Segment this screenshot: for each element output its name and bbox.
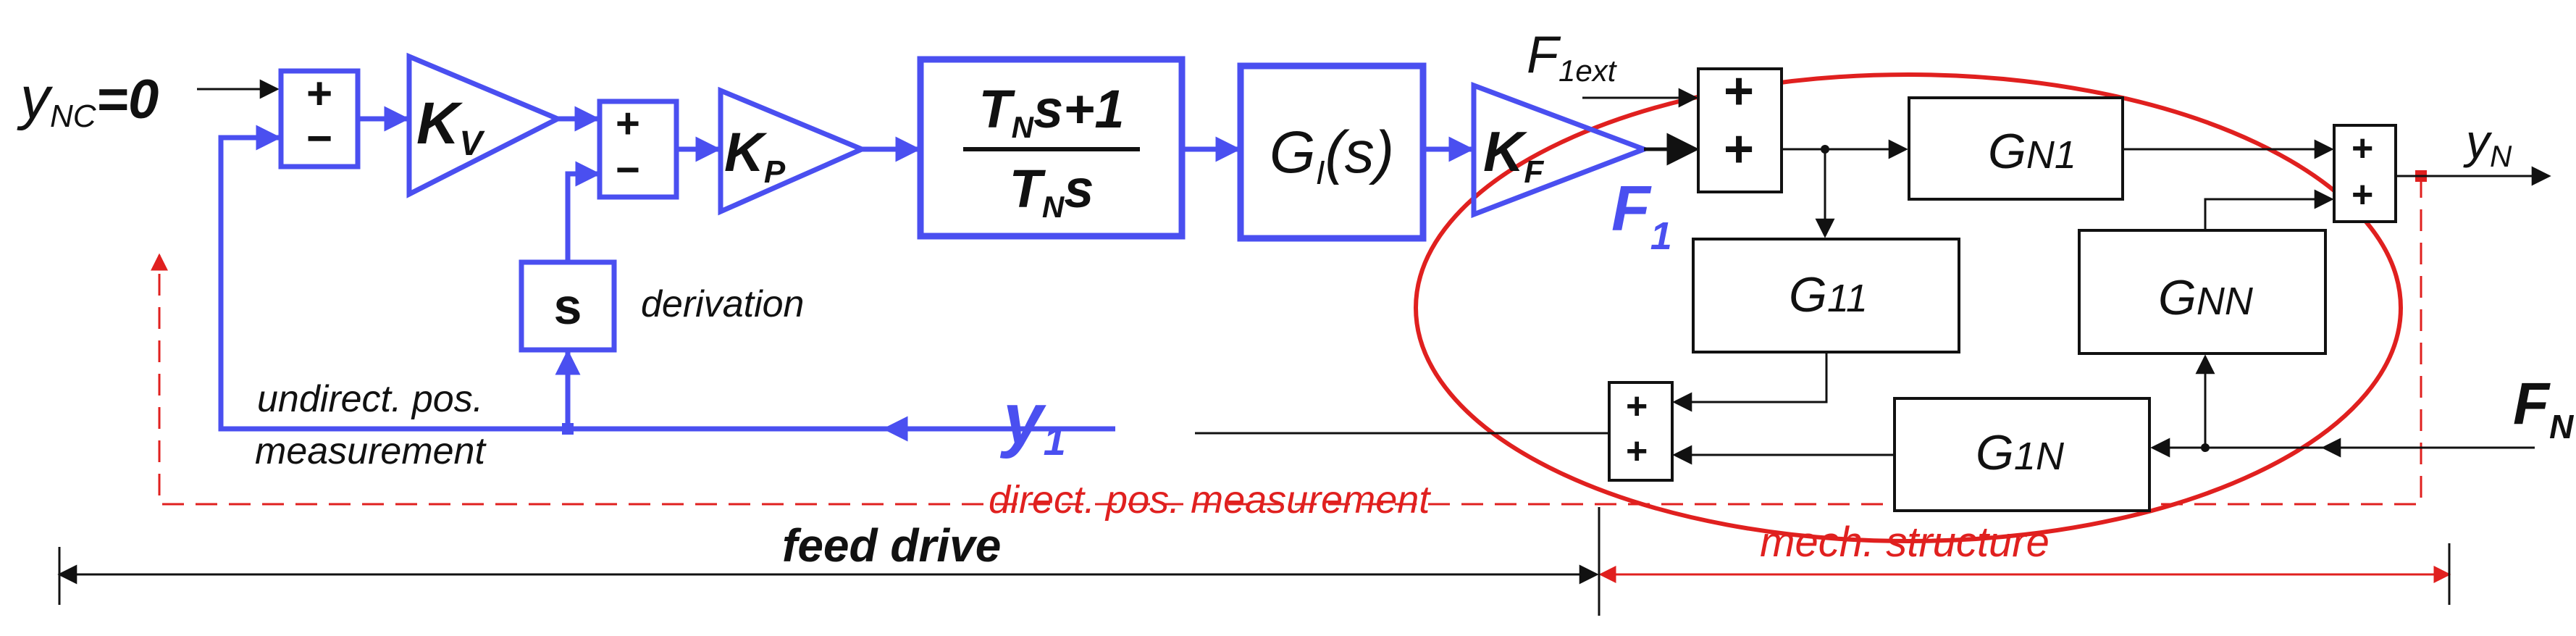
feed-drive-label: feed drive — [782, 519, 1001, 572]
sum1-bottom-sign: − — [306, 114, 332, 164]
pi-denominator: TNs — [1010, 159, 1094, 224]
gn1-block — [1908, 96, 2124, 201]
mech-structure-label: mech. structure — [1760, 519, 2050, 566]
mech-structure-outline — [1414, 72, 2403, 543]
undirect-measurement-label-line1: undirect. pos. — [257, 378, 483, 420]
derivation-label: derivation — [641, 283, 804, 325]
gn1-label: GN1 — [1988, 124, 2076, 179]
kv-label: KV — [416, 91, 485, 163]
gnn-label: GNN — [2158, 270, 2254, 325]
sum2-top-sign: + — [616, 100, 640, 147]
output-yn-label: yN — [2463, 114, 2512, 173]
sum4-bottom-sign: + — [2351, 174, 2373, 216]
g11-block — [1692, 238, 1960, 353]
kv-gain-block — [406, 52, 564, 198]
derivation-block-label: s — [554, 278, 582, 335]
sum3-top-sign: + — [1724, 62, 1754, 120]
sum4-top-sign: + — [2351, 127, 2373, 170]
force-fn-label: FN — [2513, 371, 2574, 445]
sum2-bottom-sign: − — [616, 146, 640, 193]
pi-numerator: TNs+1 — [978, 79, 1124, 144]
mech-structure-section — [1195, 67, 2551, 512]
sum1-top-sign: + — [306, 69, 332, 119]
feed-drive-section — [197, 52, 1651, 442]
gnn-block — [2078, 229, 2327, 355]
tap-point — [562, 423, 574, 435]
external-force-label: F1ext — [1527, 26, 1618, 88]
dimension-lines — [57, 507, 2451, 616]
setpoint-label: yNC=0 — [17, 65, 159, 134]
current-control-label: GI(s) — [1270, 120, 1394, 191]
sum5-top-sign: + — [1626, 385, 1648, 427]
kf-label: KF — [1483, 120, 1544, 190]
sum5-bottom-sign: + — [1626, 430, 1648, 472]
kp-label: KP — [724, 122, 786, 190]
position-y1-label: y1 — [999, 378, 1066, 464]
summing-junction-3 — [1697, 67, 1783, 193]
kf-gain-block — [1471, 81, 1651, 219]
undirect-measurement-label-line2: measurement — [255, 430, 487, 472]
g1n-label: G1N — [1976, 425, 2065, 480]
kp-gain-block — [718, 86, 868, 216]
current-control-block — [1237, 62, 1427, 242]
direct-measurement-label: direct. pos. measurement — [989, 478, 1431, 522]
g11-label: G11 — [1789, 267, 1868, 322]
force-f1-label: F1 — [1611, 172, 1672, 258]
summing-junction-4 — [2333, 124, 2397, 223]
summing-junction-5 — [1608, 381, 1674, 482]
sum3-bottom-sign: + — [1724, 120, 1754, 178]
